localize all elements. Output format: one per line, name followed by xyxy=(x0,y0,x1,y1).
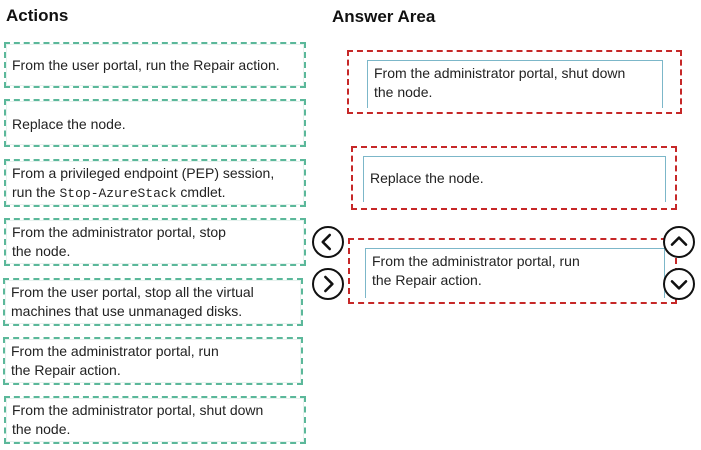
answer-text: From the administrator portal, shut down xyxy=(374,65,626,81)
action-text: From the user portal, run the Repair act… xyxy=(12,57,280,73)
answer-slot[interactable]: From the administrator portal, shut down… xyxy=(347,50,682,114)
action-text: From the administrator portal, shut down xyxy=(12,402,264,418)
move-left-button[interactable] xyxy=(312,226,344,258)
chevron-right-icon xyxy=(324,275,334,293)
move-up-button[interactable] xyxy=(663,226,695,258)
action-text: From the administrator portal, run xyxy=(11,343,219,359)
action-text: From the user portal, stop all the virtu… xyxy=(11,284,254,300)
chevron-up-icon xyxy=(670,236,688,246)
move-down-button[interactable] xyxy=(663,268,695,300)
chevron-down-icon xyxy=(670,280,688,290)
answer-text: Replace the node. xyxy=(370,170,484,186)
action-item[interactable]: From the user portal, run the Repair act… xyxy=(4,42,306,88)
action-text: the node. xyxy=(12,243,71,259)
action-item[interactable]: From the administrator portal, stop the … xyxy=(4,218,306,266)
answer-text: From the administrator portal, run xyxy=(372,253,580,269)
answer-item[interactable]: From the administrator portal, run the R… xyxy=(365,248,665,298)
action-item[interactable]: From the user portal, stop all the virtu… xyxy=(3,278,303,326)
actions-heading: Actions xyxy=(6,6,69,25)
action-text: Replace the node. xyxy=(12,116,126,132)
action-text: run the Stop-AzureStack cmdlet. xyxy=(12,184,226,201)
chevron-left-icon xyxy=(321,233,332,251)
action-text: the node. xyxy=(12,421,71,437)
answer-slot[interactable]: From the administrator portal, run the R… xyxy=(348,238,677,304)
answer-item[interactable]: Replace the node. xyxy=(363,156,666,202)
cmdlet-name: Stop-AzureStack xyxy=(59,186,177,201)
answer-area-heading: Answer Area xyxy=(332,7,436,26)
action-text: the Repair action. xyxy=(11,362,121,378)
action-text: machines that use unmanaged disks. xyxy=(11,303,243,319)
action-text: From the administrator portal, stop xyxy=(12,224,226,240)
action-item[interactable]: From the administrator portal, shut down… xyxy=(4,396,306,444)
answer-text: the node. xyxy=(374,84,433,100)
answer-text: the Repair action. xyxy=(372,272,482,288)
move-right-button[interactable] xyxy=(312,268,344,300)
action-text: From a privileged endpoint (PEP) session… xyxy=(12,165,275,181)
action-item[interactable]: From a privileged endpoint (PEP) session… xyxy=(4,159,306,207)
answer-item[interactable]: From the administrator portal, shut down… xyxy=(367,60,663,108)
answer-slot[interactable]: Replace the node. xyxy=(351,146,677,210)
action-item[interactable]: Replace the node. xyxy=(4,99,306,147)
action-item[interactable]: From the administrator portal, run the R… xyxy=(3,337,303,385)
